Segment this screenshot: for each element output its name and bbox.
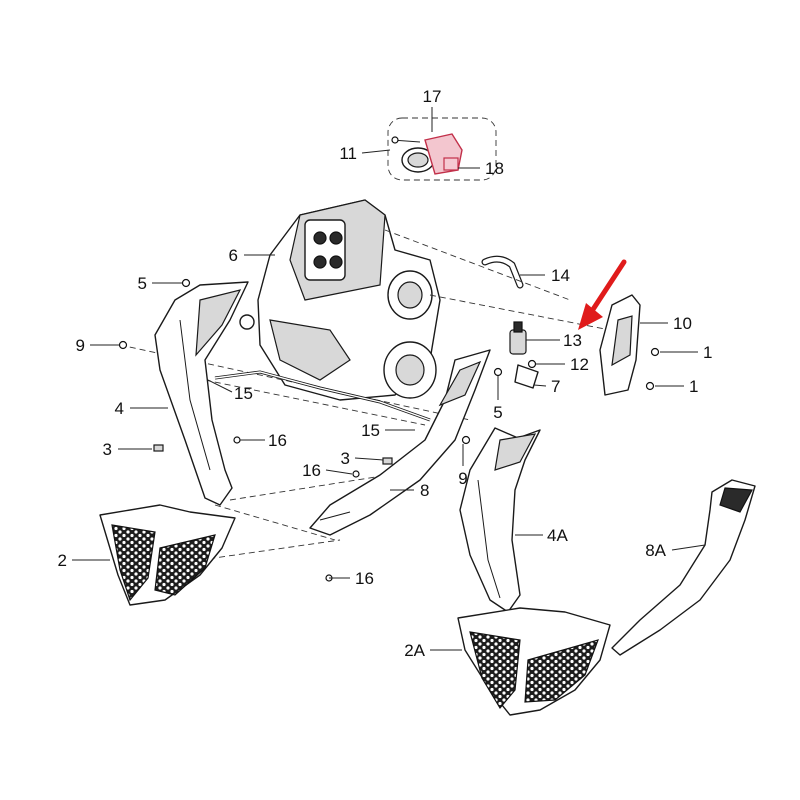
callout-labels: 17 11 18 6 14 5 10 9 13 1 12 15 7 1 4 5 … [58, 87, 713, 660]
callout-14: 14 [551, 266, 570, 285]
throttle-body-group [387, 117, 497, 181]
highlight-arrow [578, 259, 627, 330]
callout-15-left: 15 [234, 384, 253, 403]
engine-block [239, 199, 441, 401]
callout-16-bottom: 16 [355, 569, 374, 588]
callout-12: 12 [570, 355, 589, 374]
left-fairing-outline [154, 281, 249, 506]
lower-cowl-2a-mesh-left [469, 631, 521, 710]
bolt-1-upper [650, 347, 660, 357]
throttle-position-sensor [443, 157, 459, 171]
screw-9-left [118, 340, 128, 350]
throttle-body-dashed-boundary [387, 117, 497, 181]
callout-3-right: 3 [341, 449, 350, 468]
callout-9-right: 9 [458, 469, 467, 488]
callout-5-left: 5 [138, 274, 147, 293]
callout-6: 6 [229, 246, 238, 265]
throttle-body [391, 133, 463, 175]
callout-3-left: 3 [103, 440, 112, 459]
bolt-12 [527, 359, 537, 369]
callout-4: 4 [115, 399, 124, 418]
front-lower-cowl [99, 504, 236, 606]
callout-8: 8 [420, 481, 429, 500]
callout-2: 2 [58, 551, 67, 570]
screw-16-left [233, 436, 241, 444]
bolt-1-lower [645, 381, 655, 391]
clip-3-left [153, 444, 164, 452]
callout-2a: 2A [404, 641, 425, 660]
clip-3-right [382, 457, 393, 465]
callout-10: 10 [673, 314, 692, 333]
callout-7: 7 [551, 377, 560, 396]
callout-16-upper: 16 [268, 431, 287, 450]
lower-cowl-2a-mesh-right [524, 639, 599, 703]
callout-13: 13 [563, 331, 582, 350]
alternate-belly-pan-8a [611, 479, 756, 656]
sensor-and-bracket [509, 321, 539, 389]
callout-1-upper: 1 [703, 343, 712, 362]
callout-16-mid: 16 [302, 461, 321, 480]
alternate-side-fairing-4a [459, 427, 541, 613]
callout-18: 18 [485, 159, 504, 178]
callout-17: 17 [423, 87, 442, 106]
lower-cowl-mesh-left [111, 524, 156, 602]
callout-15-right: 15 [361, 421, 380, 440]
callout-4a: 4A [547, 526, 568, 545]
callout-1-lower: 1 [689, 377, 698, 396]
screw-5-right [493, 367, 503, 377]
bracket [514, 364, 539, 389]
callout-5-right: 5 [493, 403, 502, 422]
lower-cowl-mesh-right [154, 534, 216, 596]
callout-8a: 8A [645, 541, 666, 560]
screw-9-right [461, 435, 471, 445]
callout-9-left: 9 [76, 336, 85, 355]
small-fasteners [118, 278, 503, 582]
screw-16-mid [352, 470, 360, 478]
engine-lower-case [269, 319, 351, 381]
fairing-4a-outline [459, 427, 541, 613]
callout-11: 11 [339, 144, 357, 163]
alternate-lower-cowl-2a [457, 607, 611, 716]
leader-lines [72, 107, 706, 651]
side-cover [599, 294, 660, 396]
belly-pan-8a-outline [611, 479, 756, 656]
sensor [509, 329, 527, 355]
screw-5-left [181, 278, 191, 288]
belly-pan [309, 349, 491, 536]
left-side-fairing [154, 281, 249, 506]
